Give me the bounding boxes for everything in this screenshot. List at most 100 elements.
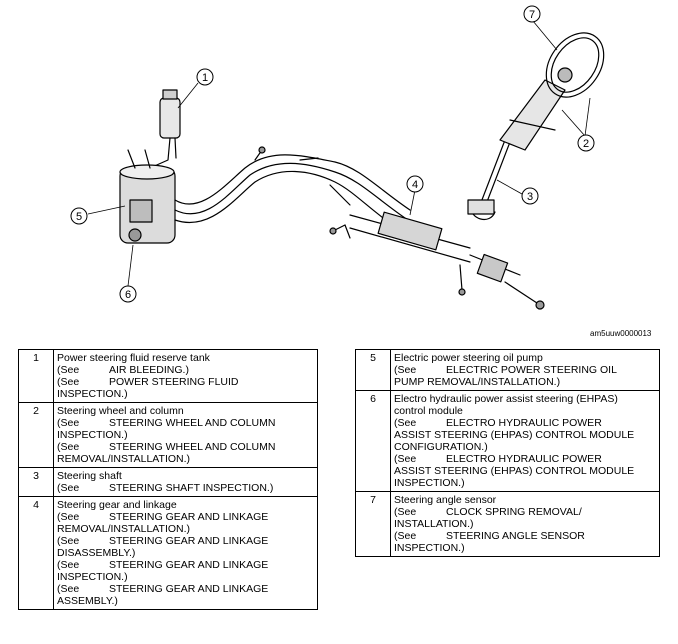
reference-text: ASSIST STEERING (EHPAS) CONTROL MODULE: [394, 429, 635, 441]
legend-row-number: 3: [18, 467, 54, 497]
see-prefix: (See: [57, 441, 80, 453]
steering-shaft-drawing: [467, 139, 511, 221]
reference-text: STEERING ANGLE SENSOR: [446, 530, 585, 542]
see-prefix: (See: [394, 417, 417, 429]
callout-6: 6: [119, 285, 137, 303]
callout-2-label: 2: [583, 138, 589, 150]
legend-row-number: 7: [355, 491, 391, 557]
callout-7: 7: [523, 5, 541, 23]
see-prefix: (See: [57, 482, 80, 494]
legend-reference-line: INSTALLATION.): [394, 518, 656, 530]
legend-reference-line: (See AIR BLEEDING.): [57, 364, 314, 376]
reference-text: POWER STEERING FLUID: [109, 376, 239, 388]
legend-row-title: Steering wheel and column: [57, 405, 184, 417]
reference-text: control module: [394, 405, 463, 417]
legend-reference-line: (See STEERING ANGLE SENSOR: [394, 530, 656, 542]
see-prefix: (See: [57, 376, 80, 388]
steering-column-drawing: [499, 32, 605, 151]
reference-text: ELECTRO HYDRAULIC POWER: [446, 417, 602, 429]
reference-text: DISASSEMBLY.): [57, 547, 136, 559]
see-prefix: (See: [57, 417, 80, 429]
callout-1: 1: [196, 68, 214, 86]
reserve-tank-drawing: [149, 89, 181, 169]
legend-reference-line: PUMP REMOVAL/INSTALLATION.): [394, 376, 656, 388]
legend-row-description: Electro hydraulic power assist steering …: [390, 390, 660, 492]
legend-reference-line: REMOVAL/INSTALLATION.): [57, 453, 314, 465]
reference-text: CONFIGURATION.): [394, 441, 488, 453]
reference-text: ELECTRO HYDRAULIC POWER: [446, 453, 602, 465]
steering-system-diagram: 1 2 3 4 5 6 7: [70, 5, 605, 310]
legend-reference-line: ASSEMBLY.): [57, 595, 314, 607]
legend-reference-line: (See ELECTRO HYDRAULIC POWER: [394, 453, 656, 465]
legend-reference-line: INSPECTION.): [57, 429, 314, 441]
legend-reference-line: REMOVAL/INSTALLATION.): [57, 523, 314, 535]
see-prefix: (See: [394, 506, 417, 518]
callout-7-label: 7: [529, 9, 535, 21]
legend-row-title: Electro hydraulic power assist steering …: [394, 393, 618, 405]
legend-reference-line: ASSIST STEERING (EHPAS) CONTROL MODULE: [394, 429, 656, 441]
legend-reference-line: ASSIST STEERING (EHPAS) CONTROL MODULE: [394, 465, 656, 477]
legend-row-number: 2: [18, 402, 54, 468]
legend-row-number: 6: [355, 390, 391, 492]
reference-text: INSPECTION.): [394, 477, 465, 489]
reference-text: STEERING GEAR AND LINKAGE: [109, 559, 269, 571]
legend-row-title: Electric power steering oil pump: [394, 352, 543, 364]
legend-row-title: Power steering fluid reserve tank: [57, 352, 210, 364]
legend-row-title: Steering angle sensor: [394, 494, 497, 506]
legend-reference-line: INSPECTION.): [57, 571, 314, 583]
legend-row-number: 4: [18, 496, 54, 610]
legend-reference-line: INSPECTION.): [394, 477, 656, 489]
legend-reference-line: (See POWER STEERING FLUID: [57, 376, 314, 388]
see-prefix: (See: [394, 530, 417, 542]
reference-text: INSPECTION.): [57, 388, 128, 400]
reference-text: STEERING SHAFT INSPECTION.): [109, 482, 274, 494]
reference-text: INSPECTION.): [57, 429, 128, 441]
reference-text: INSPECTION.): [57, 571, 128, 583]
see-prefix: (See: [394, 453, 417, 465]
reference-text: ASSEMBLY.): [57, 595, 118, 607]
steering-gear-drawing: [329, 211, 545, 310]
reference-text: ASSIST STEERING (EHPAS) CONTROL MODULE: [394, 465, 635, 477]
callout-5-label: 5: [76, 211, 82, 223]
legend-row-title: Steering gear and linkage: [57, 499, 177, 511]
see-prefix: (See: [57, 364, 80, 376]
legend-reference-line: INSPECTION.): [57, 388, 314, 400]
callout-1-label: 1: [202, 72, 208, 84]
callout-3-label: 3: [527, 191, 533, 203]
callout-4-label: 4: [412, 179, 418, 191]
callout-2: 2: [577, 134, 595, 152]
hose-lines-drawing: [174, 146, 411, 239]
reference-text: AIR BLEEDING.): [109, 364, 189, 376]
see-prefix: (See: [57, 535, 80, 547]
reference-text: REMOVAL/INSTALLATION.): [57, 523, 191, 535]
legend-row-number: 5: [355, 349, 391, 391]
reference-text: PUMP REMOVAL/INSTALLATION.): [394, 376, 561, 388]
callout-4: 4: [406, 175, 424, 193]
see-prefix: (See: [394, 364, 417, 376]
legend-reference-line: (See STEERING SHAFT INSPECTION.): [57, 482, 314, 494]
legend-row-number: 1: [18, 349, 54, 403]
legend-reference-line: INSPECTION.): [394, 542, 656, 554]
callout-6-label: 6: [125, 289, 131, 301]
reference-text: REMOVAL/INSTALLATION.): [57, 453, 191, 465]
reference-text: STEERING GEAR AND LINKAGE: [109, 511, 269, 523]
